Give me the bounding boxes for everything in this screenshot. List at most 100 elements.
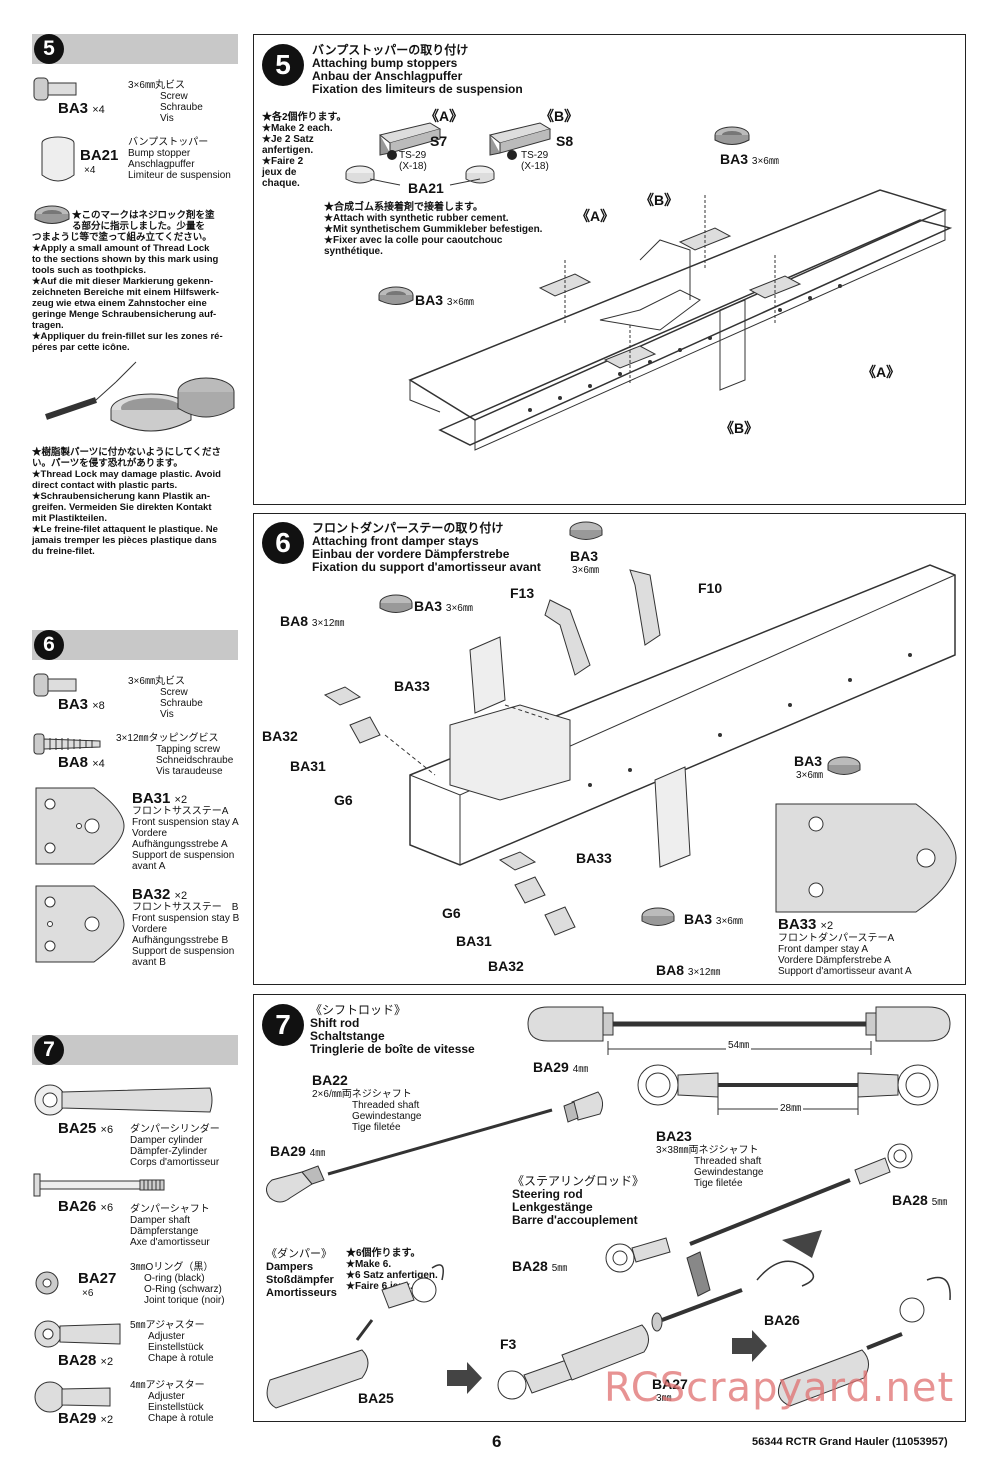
thread-lock-plastic-warning: ★樹脂製パーツに付かないようにしてくださ い。パーツを侵す恐れがあります。 ★T… bbox=[32, 447, 222, 557]
part-desc-ba21: バンプストッパー Bump stopper Anschlagpuffer Lim… bbox=[128, 137, 231, 181]
thread-lock-note: ★このマークはネジロック剤を塗 る部分に指示しました。少量を つまようじ等で塗っ… bbox=[32, 210, 223, 353]
step5-parts-number: 5 bbox=[34, 34, 64, 64]
step6-parts-header bbox=[32, 630, 238, 660]
ba3-screw-icon bbox=[33, 77, 77, 101]
dampers-title: 《ダンパー》 Dampers Stoßdämpfer Amortisseurs bbox=[266, 1248, 337, 1299]
step7-title: 《シフトロッド》 Shift rod Schaltstange Tringler… bbox=[310, 1003, 475, 1056]
step5-chassis-frame-illustration bbox=[408, 189, 953, 451]
o-ring-icon bbox=[35, 1271, 59, 1295]
label-ba3-step6-bottom: BA3 3×6㎜ bbox=[684, 911, 743, 927]
tapping-screw-icon bbox=[33, 733, 101, 755]
step5-parts-header bbox=[32, 34, 238, 64]
adjuster-4mm-icon bbox=[34, 1381, 111, 1413]
label-g6-bottom: G6 bbox=[442, 905, 461, 921]
part-code-ba21: BA21 bbox=[80, 147, 119, 164]
shift-rod-assembly-illustration bbox=[266, 1091, 604, 1203]
part-qty-ba21: ×4 bbox=[84, 165, 96, 176]
part-code-ba25: BA25 ×6 bbox=[58, 1120, 114, 1137]
step5-glue-note: ★合成ゴム系接着剤で接着します。 ★Attach with synthetic … bbox=[324, 202, 543, 257]
label-a-top: 《A》 bbox=[425, 108, 464, 124]
desc-ba22: 2×6/㎜両ネジシャフト Threaded shaft Gewindestang… bbox=[312, 1089, 422, 1133]
label-ba8-top: BA8 3×12㎜ bbox=[280, 613, 345, 629]
bump-stopper-icon bbox=[41, 136, 75, 182]
part-code-ba32: BA32 ×2 bbox=[132, 886, 188, 903]
label-ba3-step5-left: BA3 3×6㎜ bbox=[415, 292, 474, 308]
label-ba3-step5-top: BA3 3×6㎜ bbox=[720, 151, 779, 167]
part-desc-ba3: 3×6㎜丸ビス Screw Schraube Vis bbox=[128, 80, 203, 124]
label-ba33-bottom: BA33 bbox=[576, 850, 612, 866]
part-qty-ba27: ×6 bbox=[82, 1288, 94, 1299]
label-ba32-bottom: BA32 bbox=[488, 958, 524, 974]
damper-assembly-illustration bbox=[266, 1230, 951, 1409]
ba32-stay-icon bbox=[35, 885, 125, 963]
label-f10: F10 bbox=[698, 580, 723, 596]
size-ba27: 3㎜ bbox=[656, 1393, 672, 1404]
part-desc-ba32: フロントサスステー B Front suspension stay B Vord… bbox=[132, 902, 240, 968]
size-step6-right: 3×6㎜ bbox=[796, 770, 823, 781]
label-ba25: BA25 bbox=[358, 1390, 394, 1406]
thread-lock-application-illustration bbox=[45, 361, 235, 432]
part-desc-ba31: フロントサスステーA Front suspension stay A Vorde… bbox=[132, 806, 239, 872]
label-s7: S7 bbox=[430, 133, 448, 149]
part-code-ba31: BA31 ×2 bbox=[132, 790, 188, 807]
damper-shaft-icon bbox=[33, 1173, 165, 1197]
label-ba28-right: BA28 5㎜ bbox=[892, 1192, 948, 1208]
label-a-assembly-2: 《A》 bbox=[862, 364, 901, 380]
desc-ba23: 3×38㎜両ネジシャフト Threaded shaft Gewindestang… bbox=[656, 1145, 764, 1189]
thread-lock-mark-icon-5 bbox=[827, 756, 861, 775]
label-f13: F13 bbox=[510, 585, 535, 601]
size-step6-top: 3×6㎜ bbox=[572, 565, 599, 576]
shift-rod-illustration bbox=[527, 1006, 951, 1115]
part-desc-ba8: 3×12㎜タッピングビス Tapping screw Schneidschrau… bbox=[116, 733, 234, 777]
thread-lock-mark-icon-1 bbox=[714, 126, 750, 145]
label-ba33-top: BA33 bbox=[394, 678, 430, 694]
bump-stopper-subassembly-illustration bbox=[345, 122, 552, 186]
step6-chassis-frame-illustration bbox=[323, 564, 956, 936]
label-ba3-step6-top: BA3 bbox=[570, 548, 599, 564]
part-desc-ba28: 5㎜アジャスター Adjuster Einstellstück Chape à … bbox=[130, 1320, 214, 1364]
dampers-make6-note: ★6個作ります。 ★Make 6. ★6 Satz anfertigen. ★F… bbox=[346, 1248, 438, 1292]
thread-lock-mark-icon-2 bbox=[378, 286, 414, 305]
part-code-ba3: BA3 ×4 bbox=[58, 100, 105, 117]
part-desc-ba26: ダンパーシャフト Damper shaft Dämpferstange Axe … bbox=[130, 1204, 210, 1248]
label-ba22: BA22 bbox=[312, 1072, 348, 1088]
step7-parts-header bbox=[32, 1035, 238, 1065]
part-desc-ba27: 3㎜Oリング（黒） O-ring (black) O-Ring (schwarz… bbox=[130, 1262, 225, 1306]
part-code-ba26: BA26 ×6 bbox=[58, 1198, 114, 1215]
part-desc-ba25: ダンパーシリンダー Damper cylinder Dämpfer-Zylind… bbox=[130, 1124, 220, 1168]
step5-make-note: ★各2個作ります。 ★Make 2 each. ★Je 2 Satz anfer… bbox=[262, 112, 347, 189]
part-desc-ba29: 4㎜アジャスター Adjuster Einstellstück Chape à … bbox=[130, 1380, 214, 1424]
label-ba31-top: BA31 bbox=[290, 758, 326, 774]
thread-lock-mark-icon bbox=[34, 205, 70, 224]
watermark: RCScrapyard.net bbox=[604, 1365, 955, 1411]
label-ba26: BA26 bbox=[764, 1312, 800, 1328]
dim-28mm: 28㎜ bbox=[778, 1103, 804, 1114]
label-ba27: BA27 bbox=[652, 1376, 688, 1392]
step6-parts-number: 6 bbox=[34, 630, 64, 660]
part-code-ba27: BA27 bbox=[78, 1270, 117, 1287]
label-ba31-bottom: BA31 bbox=[456, 933, 492, 949]
part-desc-ba3-s6: 3×6㎜丸ビス Screw Schraube Vis bbox=[128, 676, 203, 720]
step6-number: 6 bbox=[262, 522, 304, 564]
damper-cylinder-icon bbox=[34, 1084, 213, 1116]
label-f3: F3 bbox=[500, 1336, 517, 1352]
step5-panel bbox=[253, 34, 966, 505]
label-ba28-left: BA28 5㎜ bbox=[512, 1258, 568, 1274]
label-b-assembly-2: 《B》 bbox=[720, 420, 759, 436]
thread-lock-mark-icon-4 bbox=[379, 594, 413, 613]
ts29-label-a: TS-29(X-18) bbox=[399, 150, 427, 172]
part-code-ba29: BA29 ×2 bbox=[58, 1410, 114, 1427]
label-g6-top: G6 bbox=[334, 792, 353, 808]
step7-number: 7 bbox=[262, 1004, 304, 1046]
label-ba3-step6-right: BA3 bbox=[794, 753, 823, 769]
label-ba3-step6-mid: BA3 3×6㎜ bbox=[414, 598, 473, 614]
thread-lock-mark-icon-6 bbox=[641, 907, 675, 926]
step7-parts-number: 7 bbox=[34, 1035, 64, 1065]
inset-desc-ba33: フロントダンパーステーA Front damper stay A Vordere… bbox=[778, 933, 912, 977]
steering-rod-title: 《ステアリングロッド》 Steering rod Lenkgestänge Ba… bbox=[512, 1174, 645, 1227]
footer-code: 56344 RCTR Grand Hauler (11053957) bbox=[752, 1436, 948, 1448]
part-code-ba8: BA8 ×4 bbox=[58, 754, 105, 771]
dim-54mm: 54㎜ bbox=[726, 1040, 752, 1051]
label-s8: S8 bbox=[556, 133, 574, 149]
label-ba21: BA21 bbox=[408, 180, 444, 196]
